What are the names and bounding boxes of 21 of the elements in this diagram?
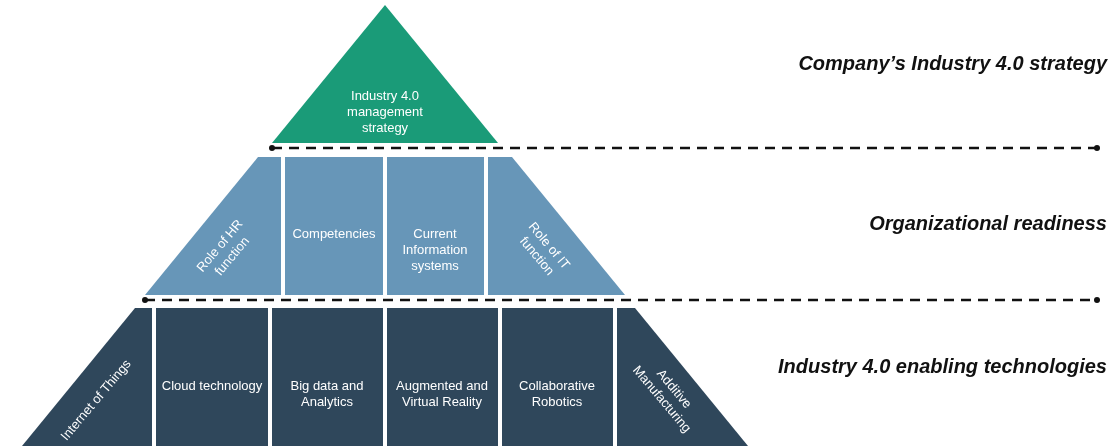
pyramid-segment	[387, 157, 484, 295]
segment-label: Augmented and Virtual Reality	[395, 378, 489, 410]
pyramid-segment	[488, 157, 625, 295]
tier-label: Organizational readiness	[869, 212, 1107, 235]
segment-label: Big data and Analytics	[289, 378, 365, 410]
tier-label: Industry 4.0 enabling technologies	[778, 355, 1107, 378]
tier-label: Company’s Industry 4.0 strategy	[798, 52, 1107, 75]
pyramid-segment	[145, 157, 281, 295]
pyramid-segment	[272, 308, 383, 446]
pyramid-apex	[272, 5, 498, 143]
pyramid-segment	[502, 308, 613, 446]
segment-label: Competencies	[291, 226, 377, 242]
segment-label: Current Information systems	[401, 226, 469, 274]
pyramid-segment	[387, 308, 498, 446]
segment-label: Cloud technology	[160, 378, 264, 394]
pyramid-segment	[617, 308, 748, 446]
pyramid-segment	[22, 308, 152, 446]
segment-label: Industry 4.0 management strategy	[346, 88, 424, 136]
pyramid-segment	[285, 157, 383, 295]
pyramid-segment	[156, 308, 268, 446]
segment-label: Collaborative Robotics	[518, 378, 596, 410]
